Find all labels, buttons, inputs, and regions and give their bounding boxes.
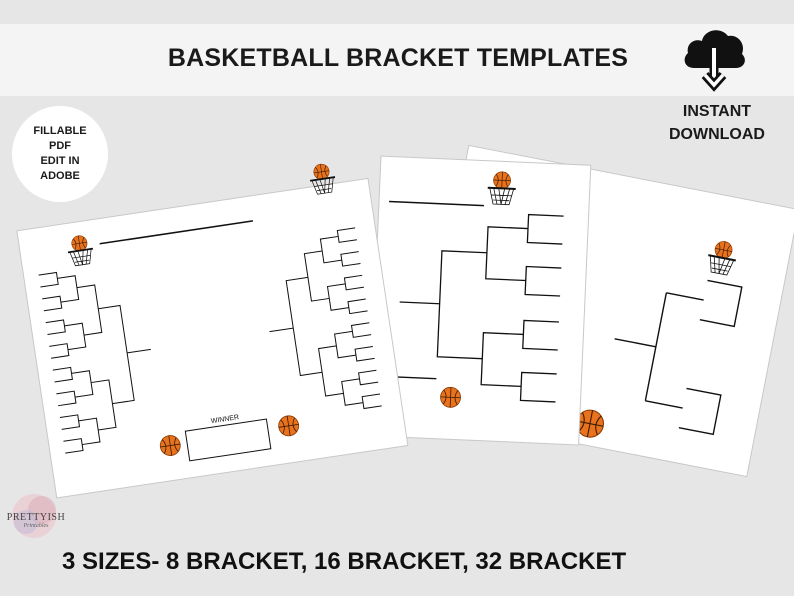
download-text: DOWNLOAD [669,126,765,143]
basketball-icon [439,386,462,409]
cloud-download-icon [684,30,745,92]
instant-download-label: INSTANT DOWNLOAD [654,100,780,146]
prettyish-logo [12,494,56,538]
page-title: BASKETBALL BRACKET TEMPLATES [167,44,629,72]
badge-line-4: ADOBE [40,170,80,182]
winner-label: WINNER [210,414,239,425]
sizes-caption: 3 SIZES- 8 BRACKET, 16 BRACKET, 32 BRACK… [62,548,627,575]
template-sheet-32: WINNER [16,158,409,499]
title-banner [0,24,794,96]
template-sheet-16 [368,155,592,446]
instant-text: INSTANT [682,103,752,120]
badge-line-2: PDF [49,140,71,152]
fillable-pdf-badge: FILLABLE PDF EDIT IN ADOBE [12,106,108,202]
badge-line-3: EDIT IN [40,155,80,167]
logo-tagline: Printables [23,523,49,529]
badge-line-1: FILLABLE [33,125,87,137]
logo-name: PRETTYISH [6,512,66,523]
